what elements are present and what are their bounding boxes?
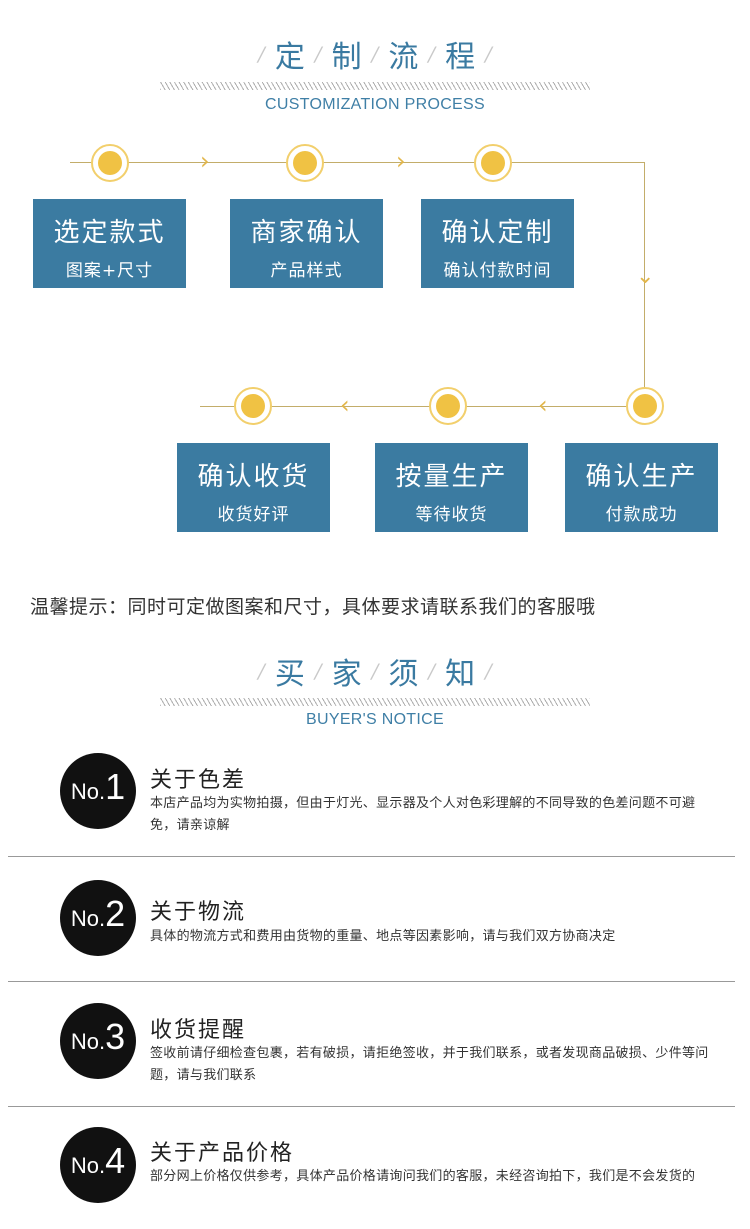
step-title: 选定款式 <box>53 218 166 248</box>
badge-number: 1 <box>105 766 126 807</box>
notice-title: 收货提醒 <box>150 1018 247 1043</box>
title-char: 知 <box>445 657 476 692</box>
section-title-notice: / 买 / 家 / 须 / 知 / <box>0 649 750 693</box>
section-subtitle: CUSTOMIZATION PROCESS <box>265 96 485 113</box>
title-char: 制 <box>331 40 362 75</box>
divider <box>8 1106 735 1107</box>
hatch-divider <box>160 698 590 706</box>
slash-decor: / <box>258 42 265 66</box>
step-dot-icon <box>626 387 664 425</box>
notice-desc: 签收前请仔细检查包裹，若有破损，请拒绝签收，并于我们联系，或者发现商品破损、少件… <box>150 1046 709 1083</box>
step-sub: 收货好评 <box>217 505 290 525</box>
flow-line-top <box>70 162 645 163</box>
title-char: 流 <box>388 40 419 75</box>
title-char: 定 <box>274 40 305 75</box>
notice-title: 关于物流 <box>150 900 247 925</box>
notice-desc: 具体的物流方式和费用由货物的重量、地点等因素影响，请与我们双方协商决定 <box>150 929 616 944</box>
badge-prefix: No. <box>70 1153 106 1178</box>
step-dot-icon <box>429 387 467 425</box>
step-dot-icon <box>286 144 324 182</box>
step-title: 按量生产 <box>395 462 508 492</box>
step-box: 按量生产 等待收货 <box>375 443 528 532</box>
step-title: 确认生产 <box>585 462 698 492</box>
arrow-right-icon: › <box>396 147 406 175</box>
step-dot-icon <box>474 144 512 182</box>
step-box: 选定款式 图案+尺寸 <box>33 199 186 288</box>
step-box: 商家确认 产品样式 <box>230 199 383 288</box>
divider <box>8 856 735 857</box>
step-sub: 等待收货 <box>415 505 488 525</box>
badge-number: 2 <box>105 893 126 934</box>
notice-desc: 本店产品均为实物拍摄，但由于灯光、显示器及个人对色彩理解的不同导致的色差问题不可… <box>150 796 696 833</box>
slash-decor: / <box>258 659 265 683</box>
slash-decor: / <box>485 659 492 683</box>
slash-decor: / <box>428 42 436 66</box>
title-char: 家 <box>331 657 362 692</box>
section-title-process: / 定 / 制 / 流 / 程 / <box>0 32 750 76</box>
slash-decor: / <box>314 659 322 683</box>
arrow-down-icon: ⌄ <box>636 264 655 289</box>
step-sub: 确认付款时间 <box>443 261 552 281</box>
step-sub: 产品样式 <box>270 261 343 281</box>
step-box: 确认定制 确认付款时间 <box>421 199 574 288</box>
badge-prefix: No. <box>70 1029 106 1054</box>
section-subtitle: BUYER'S NOTICE <box>306 711 444 728</box>
step-sub: 付款成功 <box>605 505 678 525</box>
flow-line-bottom <box>200 406 645 407</box>
step-box: 确认生产 付款成功 <box>565 443 718 532</box>
number-badge: No.4 <box>60 1127 136 1203</box>
badge-prefix: No. <box>70 779 106 804</box>
notice-desc: 部分网上价格仅供参考，具体产品价格请询问我们的客服，未经咨询拍下，我们是不会发货… <box>150 1169 696 1184</box>
badge-number: 3 <box>105 1016 126 1057</box>
step-title: 商家确认 <box>250 218 363 248</box>
step-sub: 图案+尺寸 <box>65 261 154 281</box>
title-char: 程 <box>445 40 476 75</box>
step-dot-icon <box>91 144 129 182</box>
divider <box>8 981 735 982</box>
slash-decor: / <box>371 659 379 683</box>
hatch-divider <box>160 82 590 90</box>
notice-title: 关于产品价格 <box>150 1141 295 1166</box>
slash-decor: / <box>314 42 322 66</box>
number-badge: No.3 <box>60 1003 136 1079</box>
title-char: 须 <box>388 657 419 692</box>
step-box: 确认收货 收货好评 <box>177 443 330 532</box>
step-title: 确认定制 <box>441 218 554 248</box>
flow-line-right <box>644 162 645 406</box>
arrow-left-icon: ‹ <box>538 391 548 419</box>
arrow-left-icon: ‹ <box>340 391 350 419</box>
slash-decor: / <box>428 659 436 683</box>
step-dot-icon <box>234 387 272 425</box>
step-title: 确认收货 <box>197 462 310 492</box>
number-badge: No.1 <box>60 753 136 829</box>
arrow-right-icon: › <box>200 147 210 175</box>
badge-prefix: No. <box>70 906 106 931</box>
title-char: 买 <box>274 657 305 692</box>
warm-tip: 温馨提示：同时可定做图案和尺寸，具体要求请联系我们的客服哦 <box>30 596 596 618</box>
slash-decor: / <box>485 42 492 66</box>
notice-title: 关于色差 <box>150 768 247 793</box>
number-badge: No.2 <box>60 880 136 956</box>
slash-decor: / <box>371 42 379 66</box>
badge-number: 4 <box>105 1140 126 1181</box>
